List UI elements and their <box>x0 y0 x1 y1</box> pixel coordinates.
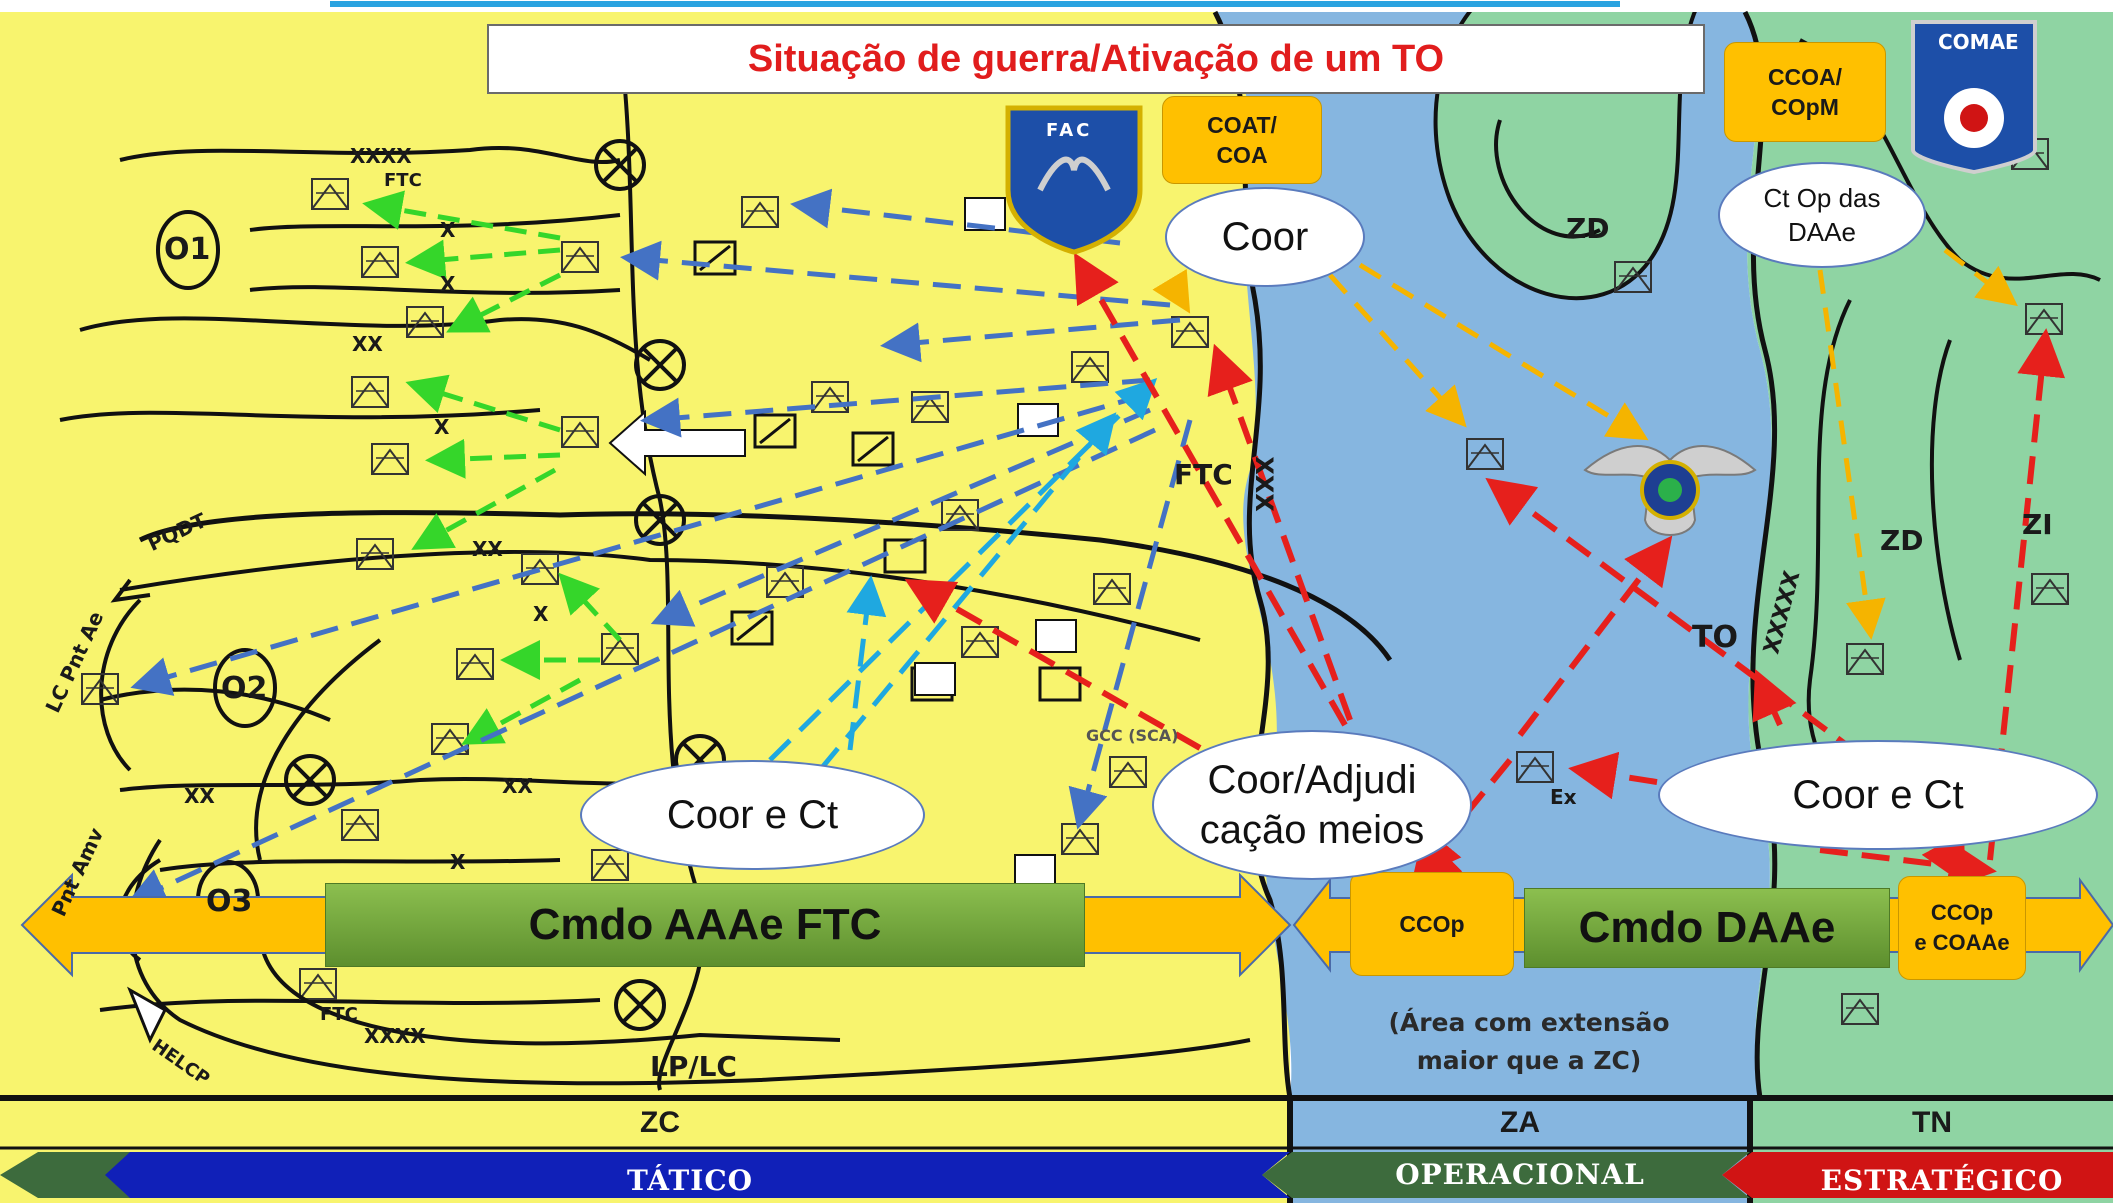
label-xx-4: XX <box>502 774 533 798</box>
estrategico-band <box>1722 1152 2113 1198</box>
operacional-band <box>1262 1152 1750 1198</box>
tatico-label: TÁTICO <box>626 1164 754 1197</box>
fac-shield <box>1005 105 1143 255</box>
label-to: TO <box>1692 620 1738 655</box>
tn-label: TN <box>1912 1106 1952 1139</box>
label-zi: ZI <box>2022 508 2053 541</box>
diagram-title: Situação de guerra/Ativação de um TO <box>487 24 1705 94</box>
comae-logo-label: COMAE <box>1938 30 2019 54</box>
label-lp-lc: LP/LC <box>650 1050 737 1083</box>
label-x-2: X <box>440 272 456 296</box>
za-label: ZA <box>1500 1106 1540 1139</box>
coor-oval: Coor <box>1165 187 1365 287</box>
label-o1: O1 <box>164 232 211 267</box>
coor-ct-right-oval: Coor e Ct <box>1658 740 2098 850</box>
label-ftc-top: FTC <box>384 170 422 191</box>
label-xxxx-top: XXXX <box>350 144 412 168</box>
label-ftc-mid: FTC <box>1174 458 1233 491</box>
estrategico-label: ESTRATÉGICO <box>1820 1164 2064 1197</box>
ccoa-copm-box: CCOA/ COpM <box>1724 42 1886 142</box>
label-ex: Ex <box>1550 785 1577 809</box>
cmdo-aaae-ftc-bar: Cmdo AAAe FTC <box>325 883 1085 967</box>
coor-ct-left-oval: Coor e Ct <box>580 760 925 870</box>
label-x-4: X <box>533 602 549 626</box>
label-gcc-sca: GCC (SCA) <box>1086 726 1179 745</box>
coat-coa-box: COAT/ COA <box>1162 96 1322 184</box>
label-x-1: X <box>440 218 456 242</box>
area-note: (Área com extensão maior que a ZC) <box>1388 1008 1670 1075</box>
zd-lobe-mid <box>1494 119 1601 239</box>
label-xx-2: XX <box>472 537 503 561</box>
label-o3: O3 <box>206 884 253 919</box>
label-xxx-vertical: XXX <box>1249 456 1278 512</box>
zc-label: ZC <box>640 1106 680 1139</box>
ccop-coaae-box: CCOp e COAAe <box>1898 876 2026 980</box>
label-xx-3: XX <box>184 784 215 808</box>
label-ftc-bottom: FTC <box>320 1004 358 1025</box>
cmdo-daae-bar: Cmdo DAAe <box>1524 888 1890 968</box>
label-xx-1: XX <box>352 332 383 356</box>
ccop-box: CCOp <box>1350 872 1514 976</box>
label-zd-2: ZD <box>1880 524 1924 557</box>
label-zd-1: ZD <box>1566 212 1610 245</box>
label-x-5: X <box>450 850 466 874</box>
ct-op-daae-oval: Ct Op das DAAe <box>1718 162 1926 268</box>
coor-adjudicacao-oval: Coor/Adjudi cação meios <box>1152 730 1472 880</box>
fac-logo-label: FAC <box>1046 120 1093 141</box>
label-x-3: X <box>434 415 450 439</box>
label-o2: O2 <box>221 671 268 706</box>
label-xxxx-bottom: XXXX <box>364 1024 426 1048</box>
operacional-label: OPERACIONAL <box>1395 1158 1645 1191</box>
